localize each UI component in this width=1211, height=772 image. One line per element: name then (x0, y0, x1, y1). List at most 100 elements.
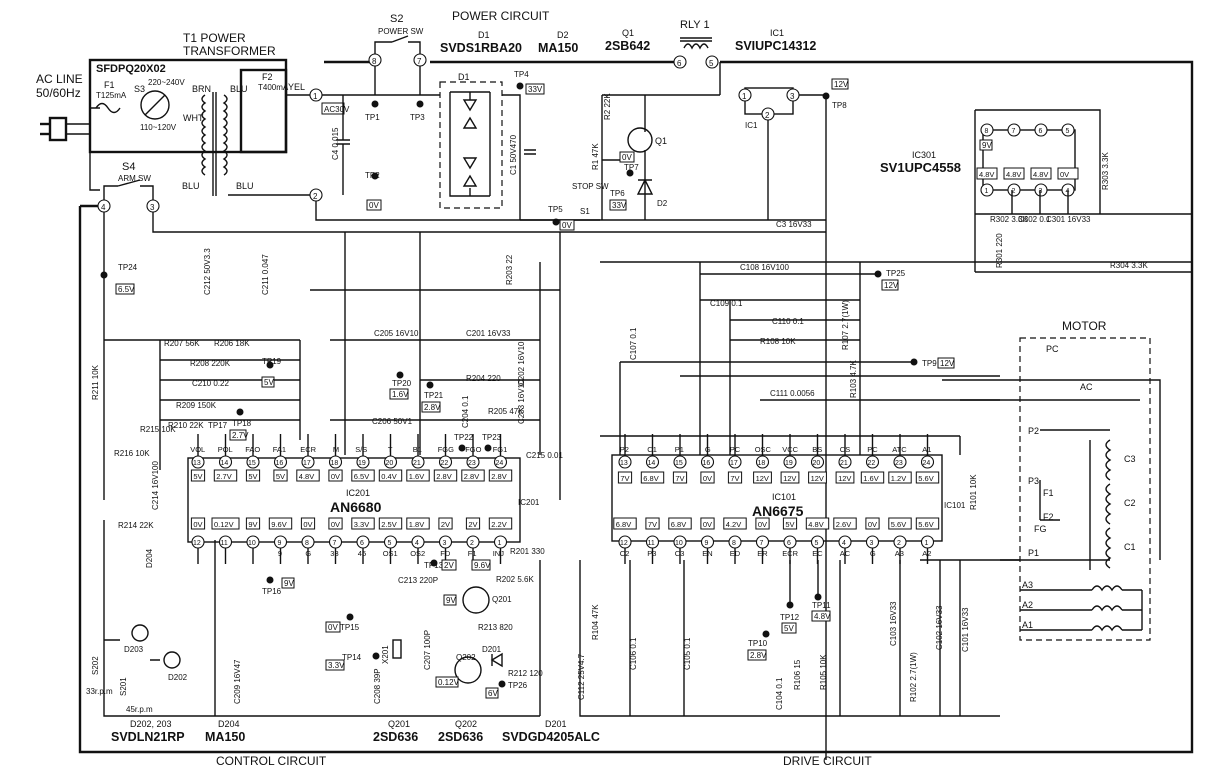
r201-label: R201 330 (510, 547, 545, 556)
tp10-label: TP10 (748, 639, 768, 648)
c203-label: C203 16V10 (517, 379, 526, 424)
ic101-top-pin-name-17: PC (730, 445, 741, 454)
ic101-bot-volt-7: 0V (758, 520, 767, 529)
drive-circuit-caption: DRIVE CIRCUIT (783, 754, 872, 768)
ic201-top-volt-box-22 (433, 469, 458, 482)
r214-label: R214 22K (118, 521, 154, 530)
ic201-top-volt-box-20 (378, 469, 403, 482)
ic201-bot-volt-box-5 (378, 517, 403, 530)
ic201-side-ref: IC201 (518, 498, 540, 507)
tp11-volt: 4.8V (814, 612, 831, 621)
ic201-top-volt-box-13 (190, 469, 206, 482)
ic201-top-pin-num-16: 16 (276, 460, 284, 467)
ic201-bot-pin-num-11: 11 (221, 540, 228, 547)
s202-label: S202 (91, 656, 100, 675)
ic201-bot-pin-11 (218, 535, 233, 549)
c1-label: C1 50V470 (509, 134, 518, 175)
tp9-volt: 12V (940, 359, 955, 368)
ic201-top-volt-13: 5V (193, 472, 202, 481)
ic201-top-volt-box-23 (461, 469, 485, 482)
ic201-bot-volt-5: 2.5V (381, 520, 396, 529)
r107-label: R107 2.7(1W) (841, 300, 850, 350)
r204-label: R204 220 (466, 374, 501, 383)
ic101-bot-pin-2 (893, 535, 907, 549)
ic201-ref: IC201 (346, 488, 370, 498)
ic201-top-pin-num-17: 17 (303, 460, 311, 467)
ftr-q201-ref: Q201 (388, 719, 410, 729)
ic201-top-volt-box-17 (296, 469, 320, 482)
ic201-top-pin-14 (218, 455, 233, 469)
ic201-top-volt-23: 2.8V (464, 472, 479, 481)
ic201-bot-volt-11: 0.12V (214, 520, 234, 529)
ic301-part: SV1UPC4558 (880, 160, 961, 175)
ic301-pin-3 (1034, 183, 1048, 197)
ic101-bot-pin-name-10: C3 (675, 549, 685, 558)
ac-line-label: AC LINE (36, 72, 83, 86)
r202-label: R202 5.6K (496, 575, 534, 584)
ic101-bot-volt-11: 7V (648, 520, 657, 529)
ac-line-freq: 50/60Hz (36, 86, 81, 100)
q202-transistor (454, 656, 482, 684)
motor-coil-a3 (1091, 585, 1123, 592)
hdr-d1-part: SVDS1RBA20 (440, 41, 522, 55)
conn-5: 5 (709, 59, 714, 68)
s3-v-high: 220~240V (148, 78, 185, 87)
ic101-top-pin-num-22: 22 (868, 460, 876, 467)
ic201-bot-pin-1 (493, 535, 508, 549)
ic101-top-volt-box-13 (617, 471, 633, 484)
c103-label: C103 16V33 (889, 601, 898, 646)
r103-label: R103 4.7K (849, 360, 858, 398)
d201-label: D201 (482, 645, 502, 654)
rail-lines: TP5 0V C3 16V33 TP24 6.5V (100, 205, 826, 500)
d201-led (490, 652, 503, 668)
ic201-bot-volt-box-1 (488, 517, 513, 530)
tp4-volt: 33V (528, 85, 543, 94)
motor-f2: F2 (1043, 512, 1054, 522)
ic201-top-volt-box-24 (488, 469, 513, 482)
ic101-bot-pin-1 (920, 535, 935, 549)
ic201-bot-pin-name-5: OS1 (383, 549, 398, 558)
c201-label: C201 16V33 (466, 329, 511, 338)
tp6-label: TP6 (610, 189, 625, 198)
relay-coil (683, 43, 709, 50)
motor-ac: AC (1080, 382, 1093, 392)
ic201-top-volt-17: 4.8V (299, 472, 314, 481)
tp15-label: TP15 (340, 623, 360, 632)
tp2-label: TP2 (365, 171, 380, 180)
r206-label: R206 18K (214, 339, 250, 348)
ic101-top-pin-name-22: PC (867, 445, 878, 454)
c202-label: C202 16V10 (517, 341, 526, 386)
ic101-bot-pin-num-8: 8 (732, 540, 736, 547)
header-parts: D1 SVDS1RBA20 D2 MA150 Q1 2SB642 RLY 1 I… (440, 19, 816, 55)
ic301-volt-box-3 (1030, 167, 1052, 180)
blu-label-3: BLU (236, 181, 254, 191)
ic101-bot-pin-num-12: 12 (620, 540, 628, 547)
ic201-bot-pin-num-8: 8 (305, 540, 309, 547)
ic101-top-pin-name-19: VCC (782, 445, 798, 454)
tp25-volt: 12V (884, 281, 899, 290)
ic201-bot-pin-num-3: 3 (443, 540, 447, 547)
ic301-pin-8 (980, 123, 994, 137)
ftr-d202-ref: D202, 203 (130, 719, 172, 729)
ic101-bot-pin-name-6: ECR (782, 549, 798, 558)
yel-label: YEL (288, 82, 305, 92)
ic201-top-volt-box-19 (351, 469, 375, 482)
ic201-bot-volt-box-4 (406, 517, 430, 530)
ic201-bottom-pins: 120V110.12V109V999.6V8G0V7330V6453.3V5OS… (190, 517, 513, 564)
ic101-bot-volt-box-12 (613, 517, 637, 530)
tp14-label: TP14 (342, 653, 362, 662)
ic101-bot-volt-box-9 (700, 517, 715, 530)
ic201-bot-pin-num-6: 6 (360, 540, 364, 547)
ic101-top-volt-14: 6.8V (643, 474, 658, 483)
q201-volt-collector: 9.6V (474, 561, 491, 570)
ic301-volt-4: 0V (1060, 170, 1069, 179)
motor-coil-a2 (1091, 605, 1123, 612)
tp8-volt: 12V (834, 80, 849, 89)
d202-label: D202 (168, 673, 188, 682)
ic101-bot-pin-num-9: 9 (705, 540, 709, 547)
motor-p2: P2 (1028, 426, 1039, 436)
ic101-bot-pin-num-3: 3 (870, 540, 874, 547)
control-tps: TP19 5V TP18 TP17 2.7V TP20 1.6V TP21 2.… (208, 357, 502, 452)
